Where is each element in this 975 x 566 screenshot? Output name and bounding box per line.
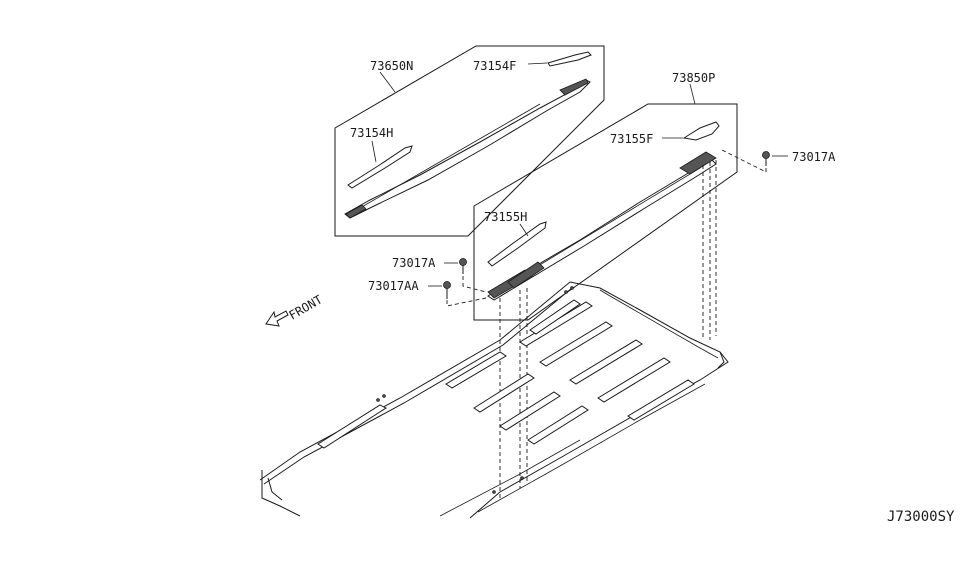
group-box-73650n: [334, 45, 605, 237]
part-73650n-long-rail: [344, 78, 591, 219]
label-73850p: 73850P: [672, 71, 715, 85]
screw-73017a-right: [762, 151, 788, 166]
label-73017a-left: 73017A: [392, 256, 436, 270]
screw-73017aa: [428, 281, 451, 299]
group-box-73850p: [473, 83, 738, 321]
roof-stiffener-slots: [317, 299, 695, 449]
label-73155h: 73155H: [484, 210, 527, 224]
part-73155f-rail-cover: [662, 121, 720, 141]
label-73650n: 73650N: [370, 59, 413, 73]
part-73155h-rail-cover: [487, 221, 547, 267]
label-front: FRONT: [287, 292, 325, 322]
part-73154f-rail-cover: [527, 51, 592, 67]
part-73154h-rail-cover: [347, 140, 413, 189]
label-73154h: 73154H: [350, 126, 393, 140]
roof-panel: [259, 281, 729, 519]
part-73850p-long-rail: [487, 151, 717, 301]
label-73155f: 73155F: [610, 132, 653, 146]
label-73154f: 73154F: [473, 59, 516, 73]
label-73017a-right: 73017A: [792, 150, 836, 164]
screw-73017a-left: [444, 258, 467, 274]
diagram-code: J73000SY: [887, 509, 955, 525]
label-73017aa: 73017AA: [368, 279, 419, 293]
front-direction-arrow-icon: [265, 310, 289, 327]
